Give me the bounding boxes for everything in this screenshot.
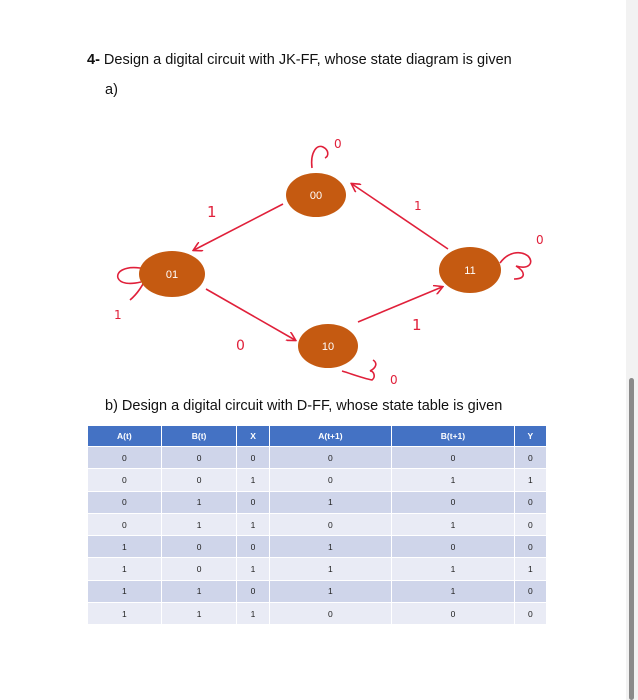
header-y: Y: [514, 426, 548, 447]
table-cell: 1: [88, 579, 162, 603]
state-table: A(t) B(t) X A(t+1) B(t+1) Y 0 0 0 0 0 0 …: [88, 426, 548, 625]
edge-10-to-11: [357, 287, 442, 323]
table-cell: 0: [391, 602, 515, 625]
table-cell: 1: [514, 557, 548, 581]
edge-01-to-10: [205, 288, 295, 340]
label-edge-01-10: 0: [236, 338, 245, 354]
self-loop-01: [116, 266, 149, 301]
table-cell: 1: [269, 579, 393, 603]
table-header-row: A(t) B(t) X A(t+1) B(t+1) Y: [88, 426, 548, 447]
table-cell: 0: [391, 445, 515, 469]
state-label-11: 11: [464, 265, 475, 277]
header-x: X: [236, 426, 270, 447]
table-row: 1 1 1 0 0 0: [88, 602, 548, 625]
table-cell: 1: [269, 535, 393, 558]
state-node-01: 01: [139, 251, 205, 297]
table-cell: 0: [236, 535, 270, 558]
table-cell: 0: [88, 512, 162, 536]
table-cell: 1: [391, 512, 515, 536]
table-cell: 0: [161, 445, 238, 469]
state-label-00: 00: [310, 190, 322, 202]
table-cell: 0: [236, 579, 270, 603]
state-node-10: 10: [298, 324, 358, 368]
table-cell: 1: [161, 579, 238, 603]
table-row: 0 0 0 0 0 0: [88, 445, 548, 469]
table-row: 0 1 1 0 1 0: [88, 512, 548, 536]
table-row: 1 0 0 1 0 0: [88, 535, 548, 558]
label-self-11: 0: [536, 233, 544, 247]
table-cell: 1: [161, 512, 238, 536]
table-cell: 1: [88, 557, 162, 581]
table-cell: 1: [161, 490, 238, 514]
scrollbar-thumb[interactable]: [629, 378, 634, 700]
self-loop-00: [310, 145, 329, 169]
label-edge-00-01: 1: [207, 203, 217, 221]
state-label-10: 10: [322, 341, 334, 353]
table-cell: 1: [236, 512, 270, 536]
question-heading: 4- Design a digital circuit with JK-FF, …: [87, 52, 512, 68]
table-cell: 1: [88, 602, 162, 625]
table-cell: 0: [269, 512, 393, 536]
table-cell: 0: [161, 557, 238, 581]
table-cell: 0: [269, 468, 393, 492]
table-cell: 0: [391, 535, 515, 558]
table-row: 1 1 0 1 1 0: [88, 579, 548, 603]
table-cell: 0: [236, 490, 270, 514]
table-cell: 0: [236, 445, 270, 469]
table-cell: 0: [269, 602, 393, 625]
table-cell: 1: [236, 468, 270, 492]
part-a-label: a): [105, 82, 118, 98]
table-cell: 0: [514, 602, 548, 625]
table-row: 0 1 0 1 0 0: [88, 490, 548, 514]
table-cell: 0: [514, 490, 548, 514]
table-cell: 0: [514, 579, 548, 603]
label-self-00: 0: [334, 137, 342, 151]
table-cell: 0: [514, 512, 548, 536]
header-a-t: A(t): [88, 426, 162, 447]
table-cell: 1: [236, 602, 270, 625]
state-label-01: 01: [166, 269, 178, 281]
table-cell: 1: [391, 557, 515, 581]
table-cell: 1: [88, 535, 162, 558]
header-b-t1: B(t+1): [391, 426, 515, 447]
self-loop-10: [341, 359, 377, 381]
state-node-11: 11: [439, 247, 501, 293]
table-cell: 0: [88, 445, 162, 469]
table-row: 1 0 1 1 1 1: [88, 557, 548, 581]
edge-11-to-00: [352, 184, 449, 250]
state-node-00: 00: [286, 173, 346, 217]
table-cell: 0: [161, 535, 238, 558]
table-cell: 1: [391, 468, 515, 492]
table-cell: 1: [391, 579, 515, 603]
table-cell: 0: [391, 490, 515, 514]
self-loop-11: [499, 251, 532, 280]
label-edge-10-11: 1: [412, 316, 422, 334]
header-b-t: B(t): [161, 426, 238, 447]
table-row: 0 0 1 0 1 1: [88, 468, 548, 492]
table-cell: 0: [514, 535, 548, 558]
state-diagram: 0 1 1 0 1 0 1 0 00 01 10 11: [114, 137, 544, 387]
question-text: Design a digital circuit with JK-FF, who…: [99, 52, 512, 68]
edge-00-to-01: [194, 203, 284, 250]
label-self-01: 1: [114, 308, 122, 322]
table-cell: 1: [269, 557, 393, 581]
table-cell: 1: [161, 602, 238, 625]
table-cell: 0: [269, 445, 393, 469]
table-cell: 0: [88, 468, 162, 492]
label-self-10: 0: [390, 373, 398, 387]
label-edge-11-00: 1: [414, 199, 422, 213]
table-cell: 0: [514, 445, 548, 469]
table-cell: 1: [269, 490, 393, 514]
table-cell: 1: [514, 468, 548, 492]
table-cell: 1: [236, 557, 270, 581]
table-cell: 0: [88, 490, 162, 514]
part-b-label: b) Design a digital circuit with D-FF, w…: [105, 398, 503, 414]
table-cell: 0: [161, 468, 238, 492]
header-a-t1: A(t+1): [269, 426, 393, 447]
question-number: 4-: [87, 52, 100, 68]
